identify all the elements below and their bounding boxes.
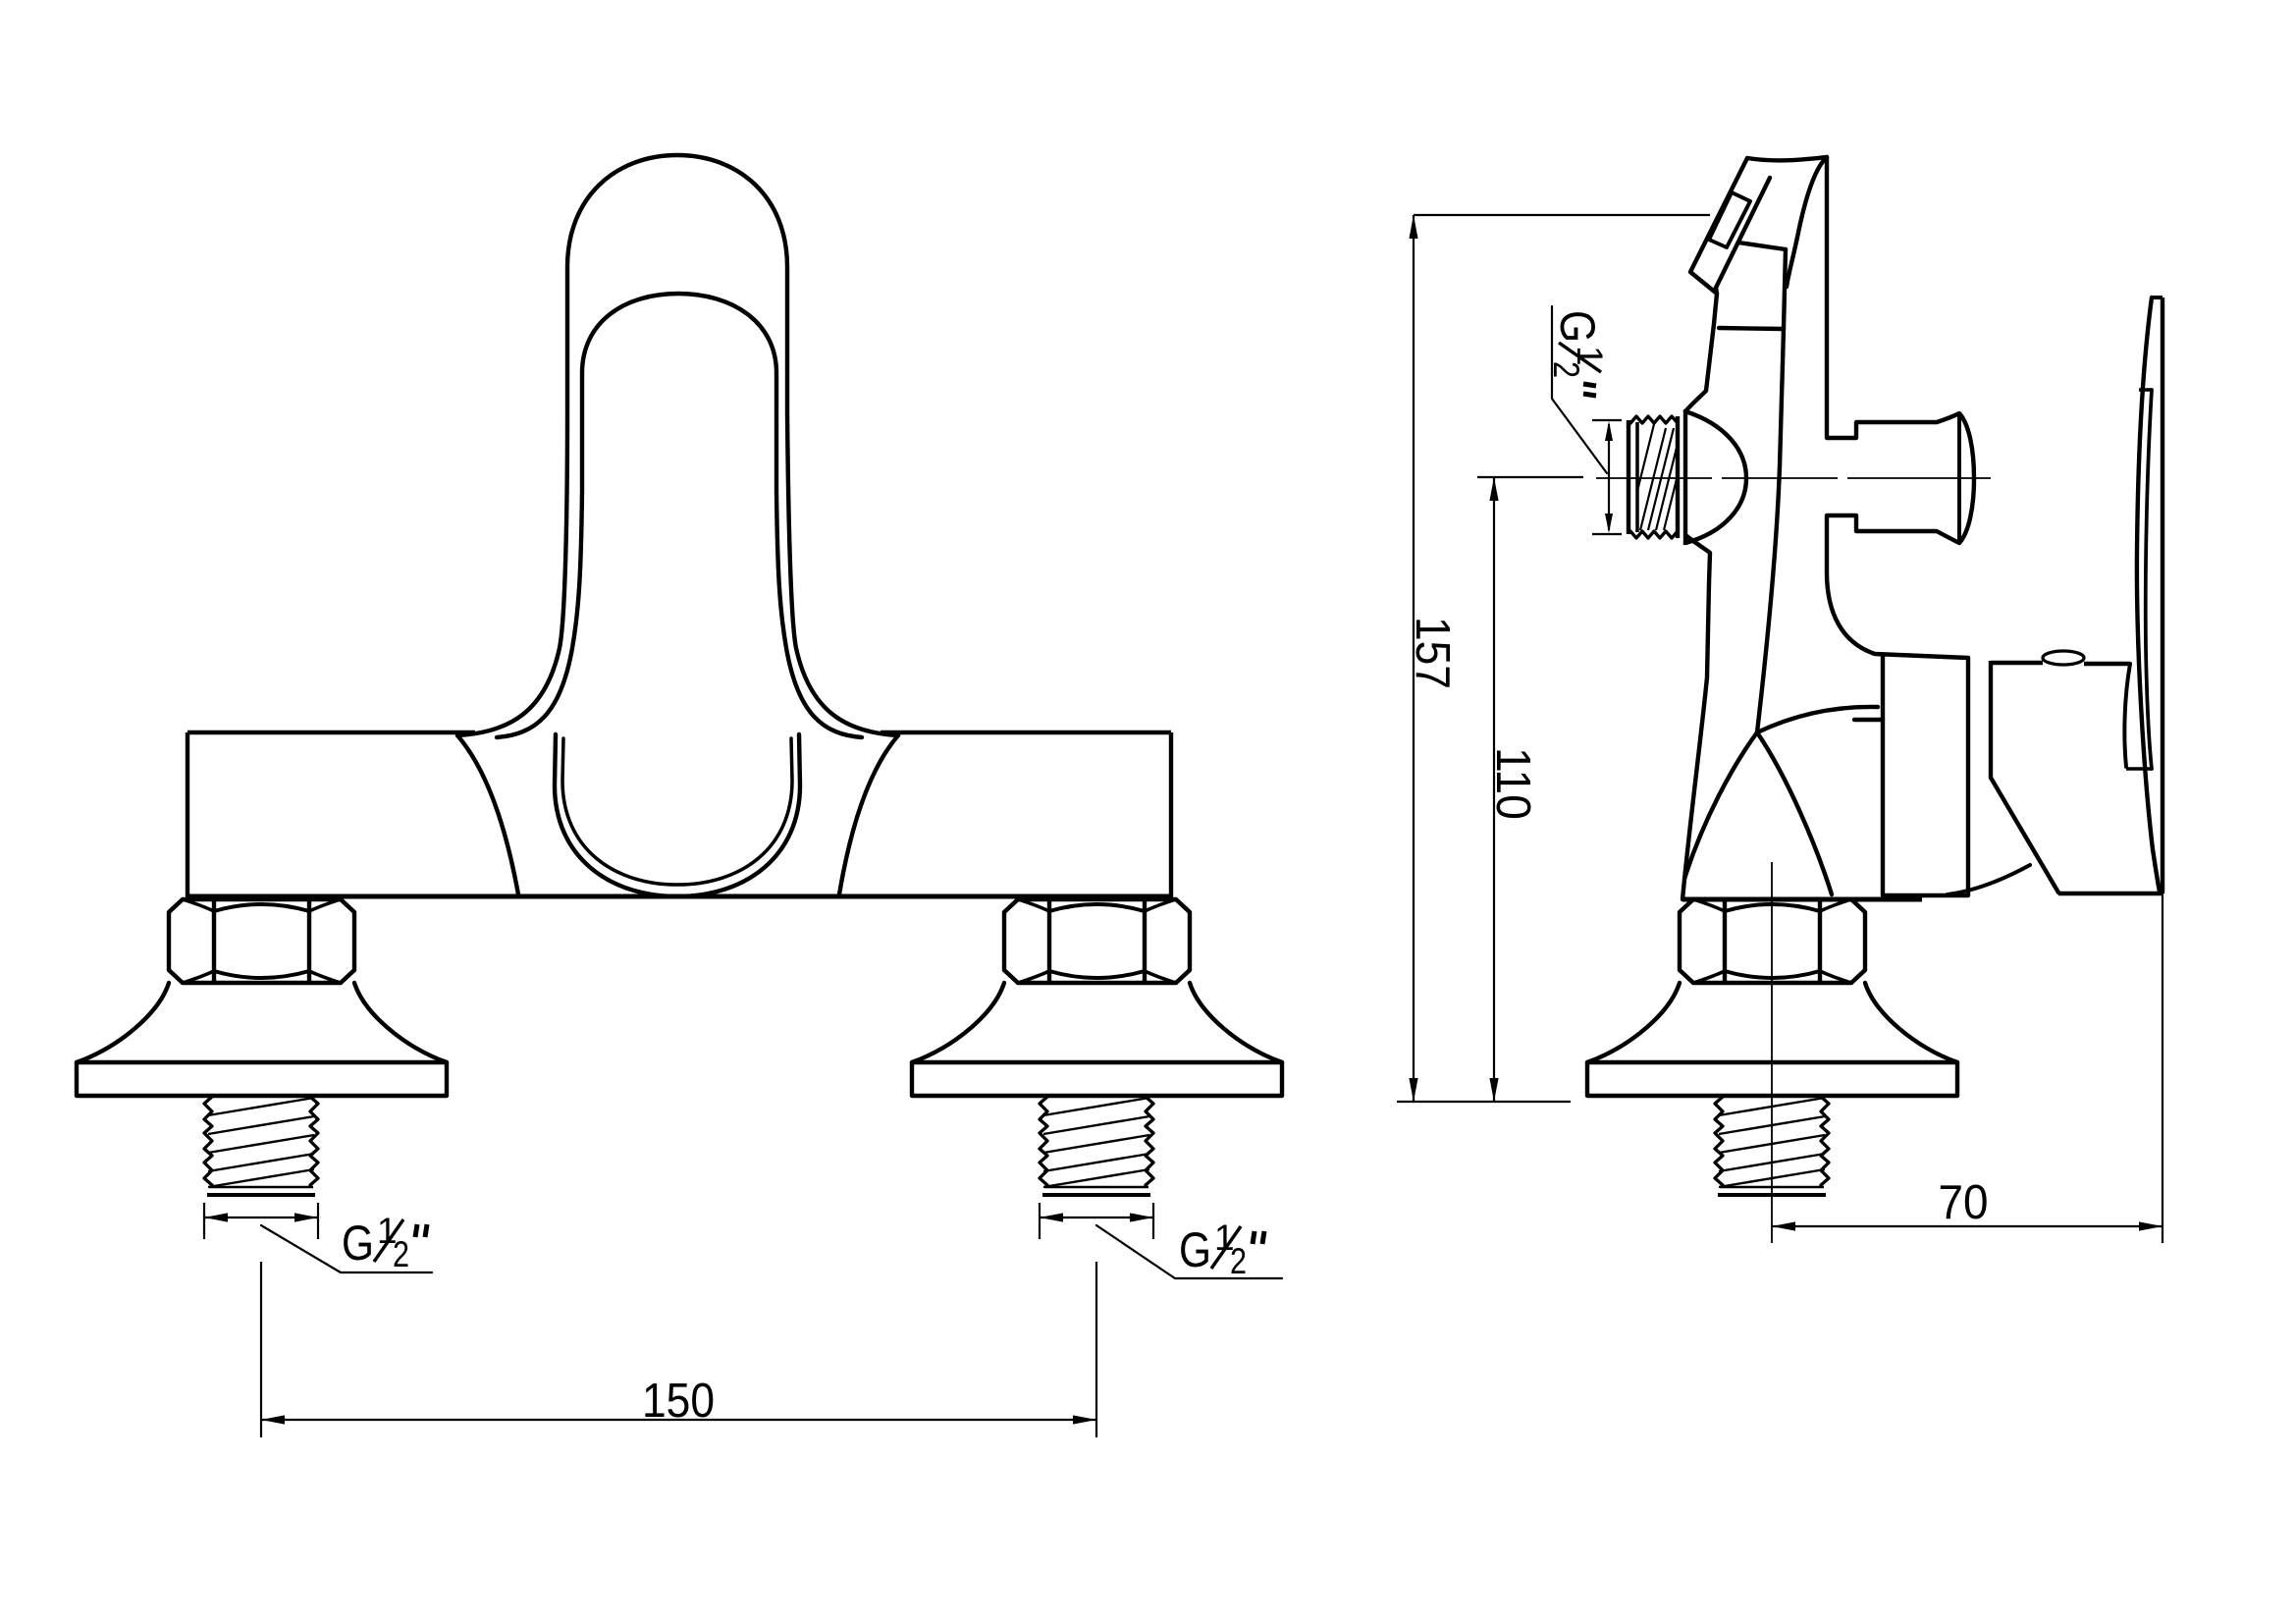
- svg-text:110: 110: [1486, 747, 1539, 820]
- svg-text:157: 157: [1406, 617, 1459, 689]
- svg-text:70: 70: [1939, 1176, 1989, 1229]
- svg-text:150: 150: [642, 1375, 715, 1428]
